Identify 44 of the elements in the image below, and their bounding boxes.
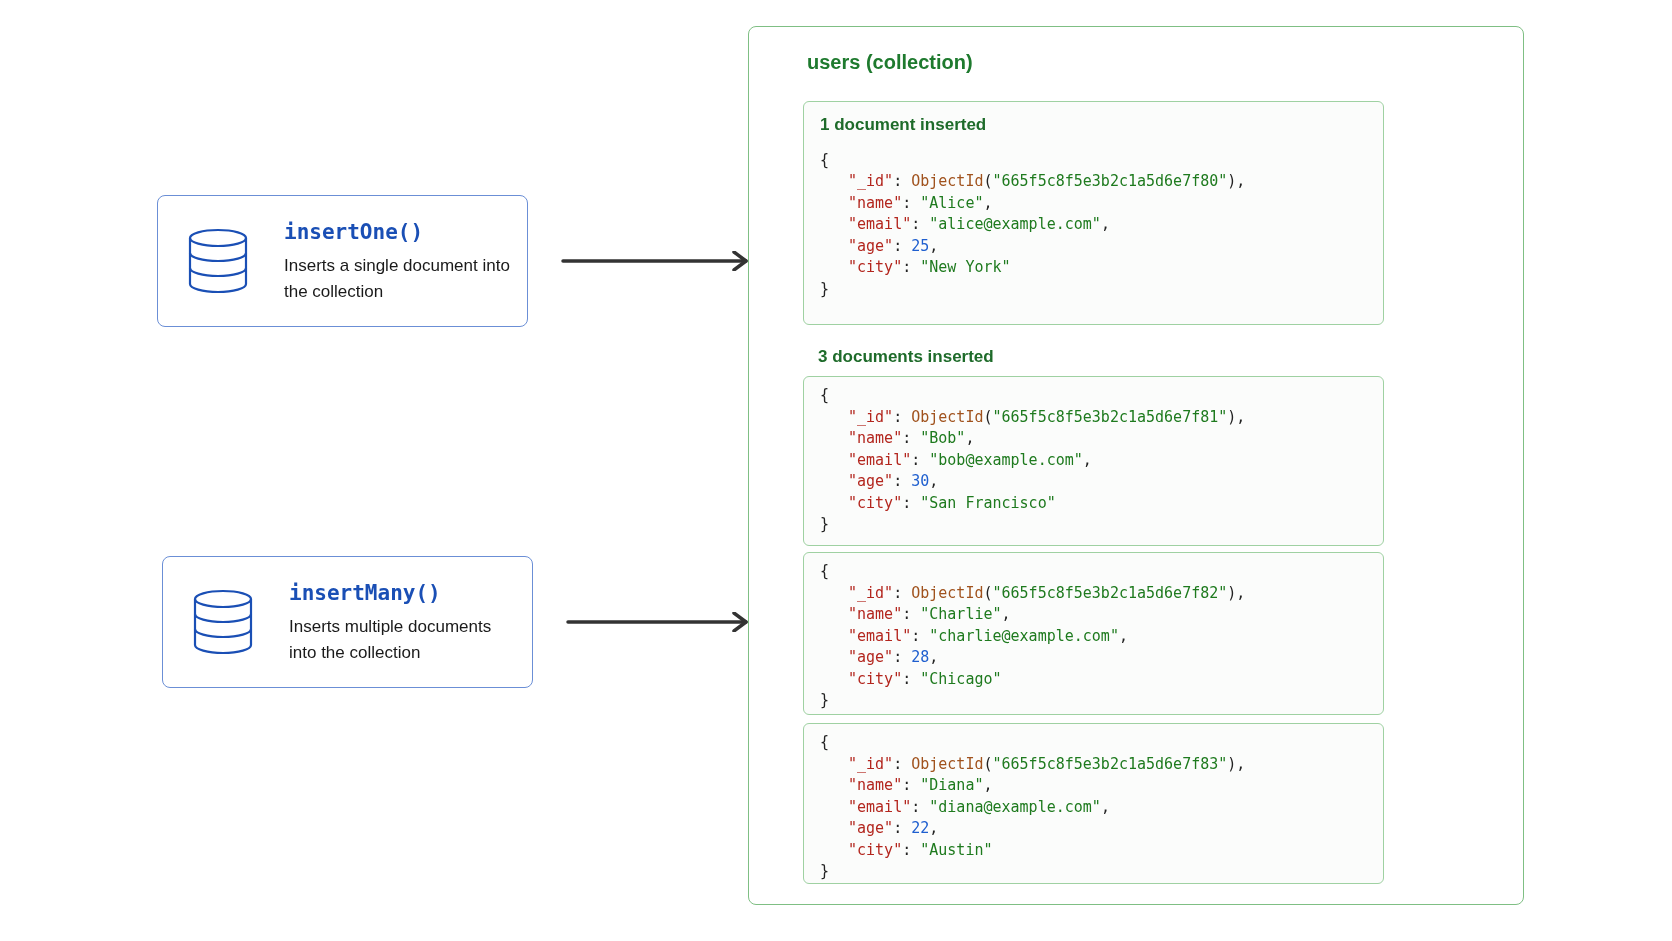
code-line: "city": "Austin" — [847, 839, 993, 861]
code-line: { — [820, 385, 830, 406]
arrow — [566, 611, 748, 633]
code-line: "age": 22, — [847, 818, 939, 839]
method-description: Inserts multiple documents into the collection — [289, 615, 493, 664]
code-line: "_id": ObjectId("665f5c8f5e3b2c1a5d6e7f82"), — [847, 582, 1246, 604]
code-line: "email": "bob@example.com", — [847, 449, 1092, 471]
code-line: { — [820, 561, 830, 582]
collection-title: users (collection) — [807, 50, 973, 75]
document-heading: 1 document inserted — [820, 114, 987, 136]
code-line: "_id": ObjectId("665f5c8f5e3b2c1a5d6e7f81"), — [847, 406, 1246, 428]
code-line: "age": 30, — [847, 471, 939, 492]
code-line: "name": "Bob", — [847, 428, 975, 449]
arrow — [561, 250, 748, 272]
document-card — [803, 101, 1384, 325]
method-name: insertMany() — [289, 580, 441, 608]
method-description: Inserts a single document into the collection — [284, 254, 511, 303]
document-card — [803, 376, 1384, 546]
method-card — [162, 556, 533, 688]
code-line: "_id": ObjectId("665f5c8f5e3b2c1a5d6e7f80"), — [847, 171, 1246, 192]
code-line: "city": "San Francisco" — [847, 492, 1056, 514]
code-line: } — [820, 514, 830, 535]
collection-panel — [748, 26, 1524, 905]
code-line: "name": "Diana", — [847, 775, 993, 796]
method-card — [157, 195, 528, 327]
code-line: "name": "Alice", — [847, 192, 993, 214]
code-line: "city": "Chicago" — [847, 668, 1002, 690]
code-line: { — [820, 149, 830, 171]
code-line: } — [820, 278, 830, 300]
code-line: "email": "charlie@example.com", — [847, 625, 1128, 647]
code-line: } — [820, 861, 830, 882]
code-line: "name": "Charlie", — [847, 604, 1011, 625]
code-line: "email": "alice@example.com", — [847, 214, 1110, 235]
document-card — [803, 723, 1384, 884]
document-card — [803, 552, 1384, 715]
code-line: { — [820, 732, 830, 753]
code-line: "_id": ObjectId("665f5c8f5e3b2c1a5d6e7f83"), — [847, 753, 1246, 775]
code-line: "email": "diana@example.com", — [847, 796, 1110, 818]
section-heading: 3 documents inserted — [818, 346, 994, 368]
code-line: "city": "New York" — [847, 257, 1011, 278]
code-line: "age": 25, — [847, 235, 939, 257]
code-line: } — [820, 690, 830, 711]
code-line: "age": 28, — [847, 647, 939, 668]
method-name: insertOne() — [284, 219, 424, 247]
